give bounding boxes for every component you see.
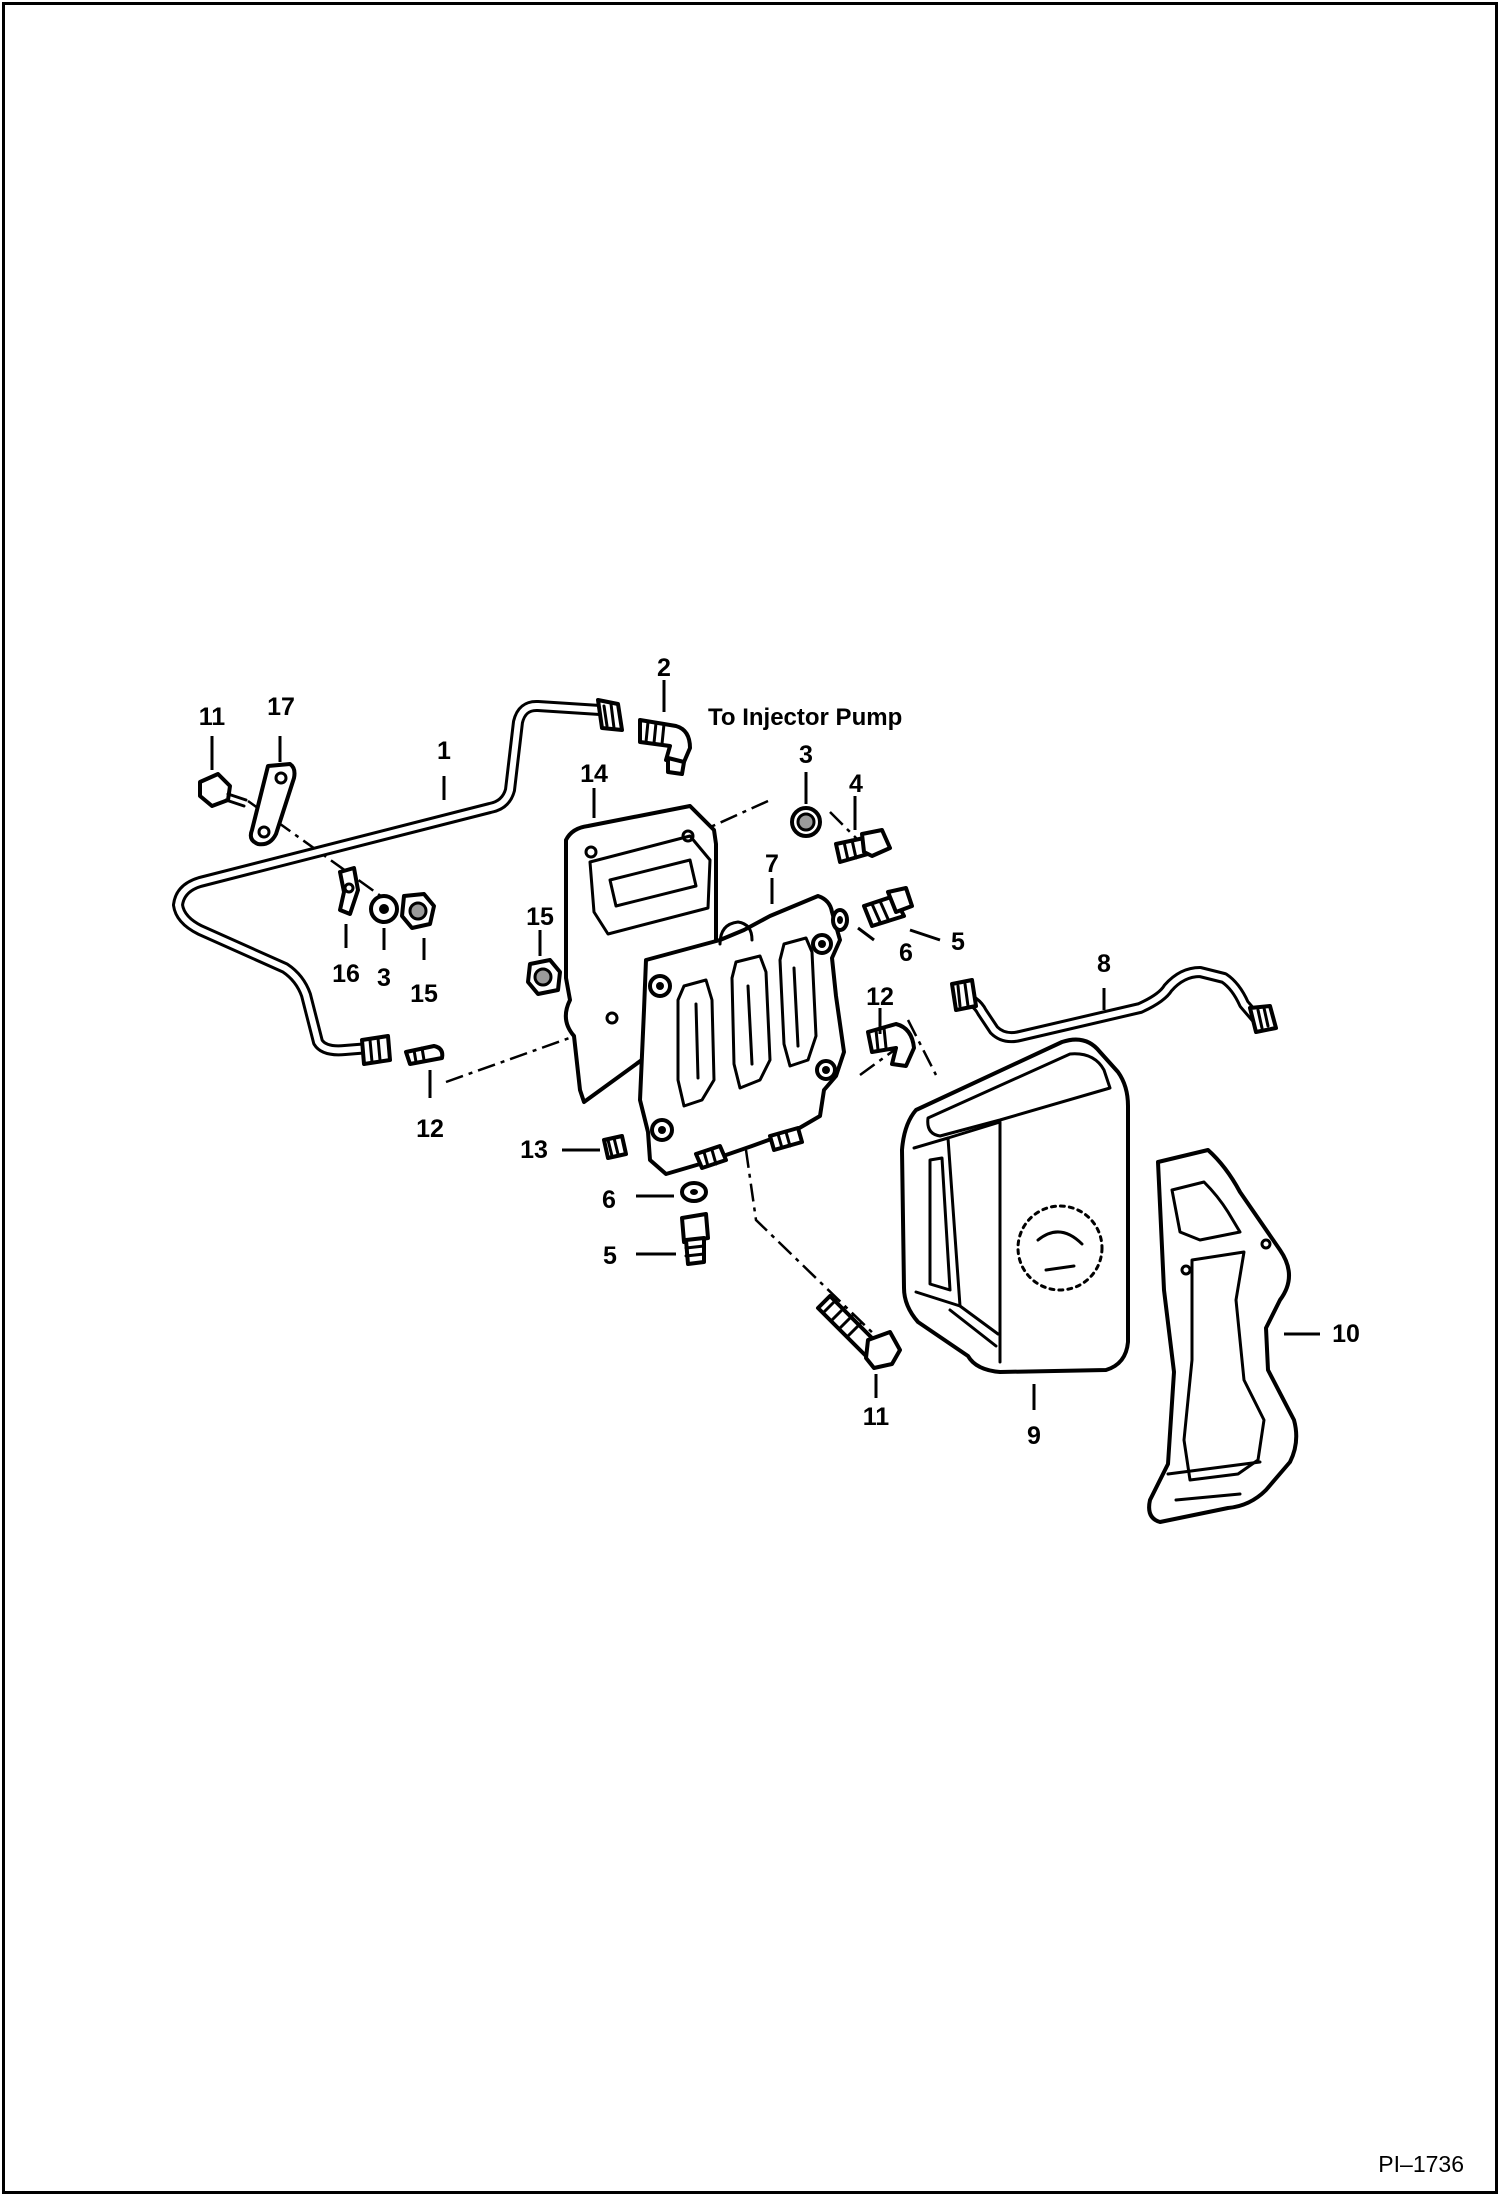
callout-8: 8 <box>1097 950 1111 978</box>
part-6-washer-upper <box>831 908 849 932</box>
part-16-bracket <box>338 866 360 916</box>
callout-7: 7 <box>765 850 779 878</box>
part-2-elbow-fitting <box>638 718 692 776</box>
callout-6-upper: 6 <box>899 939 913 967</box>
part-4-bolt <box>834 828 892 864</box>
part-11-bolt-upper <box>198 772 248 808</box>
callout-3-right: 3 <box>799 741 813 769</box>
callout-5-upper: 5 <box>951 928 965 956</box>
callout-9: 9 <box>1027 1422 1041 1450</box>
callout-2: 2 <box>657 654 671 682</box>
part-5-screw-lower <box>680 1212 710 1266</box>
callout-12-left: 12 <box>416 1115 444 1143</box>
callout-15-center: 15 <box>526 903 554 931</box>
part-13-stud <box>602 1134 628 1160</box>
part-5-screw-upper <box>862 886 914 928</box>
part-15-nut-left <box>400 892 436 930</box>
part-15-nut-center <box>526 958 562 996</box>
part-17-clamp <box>248 762 297 847</box>
callout-5-lower: 5 <box>603 1242 617 1270</box>
callout-12-right: 12 <box>866 983 894 1011</box>
callout-6-lower: 6 <box>602 1186 616 1214</box>
part-7-intake-manifold <box>638 894 846 1176</box>
part-10-bracket <box>1147 1148 1299 1524</box>
part-9-air-cleaner <box>900 1037 1130 1374</box>
callout-3-left: 3 <box>377 964 391 992</box>
callout-labels: 11 17 2 To Injector Pump 1 14 3 4 7 15 5… <box>199 654 1360 1450</box>
callout-16: 16 <box>332 960 360 988</box>
callout-11-lower: 11 <box>863 1403 890 1431</box>
callout-1: 1 <box>437 737 451 765</box>
figure-id: PI–1736 <box>1378 2151 1464 2177</box>
part-1-fuel-line <box>172 698 624 1066</box>
leader-lines <box>210 680 1320 1410</box>
annotation-to-injector-pump: To Injector Pump <box>708 704 902 731</box>
callout-15-left: 15 <box>410 980 438 1008</box>
part-3-nut-left <box>369 894 399 924</box>
part-3-nut-right <box>790 806 822 838</box>
part-11-bolt-lower <box>816 1294 902 1370</box>
part-12-elbow-right <box>866 1022 916 1068</box>
callout-17: 17 <box>267 693 295 721</box>
callout-10: 10 <box>1332 1320 1360 1348</box>
part-6-washer-lower <box>680 1181 708 1203</box>
callout-11-upper: 11 <box>199 703 226 731</box>
callout-13: 13 <box>520 1136 548 1164</box>
part-12-fitting-left <box>404 1044 445 1066</box>
part-8-fuel-line <box>950 966 1278 1044</box>
callout-14: 14 <box>580 760 608 788</box>
callout-4: 4 <box>849 770 863 798</box>
